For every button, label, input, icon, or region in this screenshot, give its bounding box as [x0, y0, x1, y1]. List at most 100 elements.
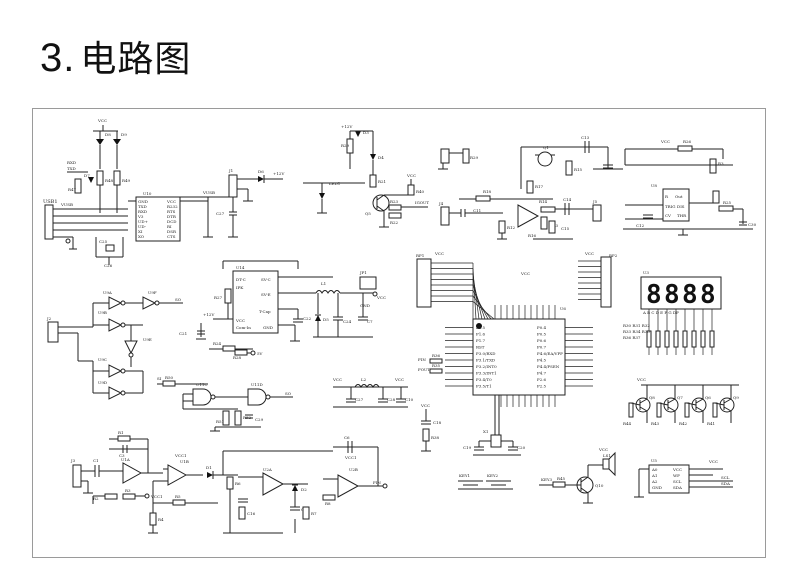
mcu-pin-left: P3.3/INT1: [476, 371, 497, 376]
buzzer-vcc: VCC: [598, 447, 608, 452]
u11d-label: U11D: [251, 382, 263, 387]
u14-pin-sve: SV-E: [261, 292, 271, 297]
rxd-label: RXD: [67, 160, 76, 165]
filter-l2: VCC VCC L2 C27 C28 C10: [332, 377, 414, 408]
r6-label: R6: [235, 481, 241, 486]
c13-label: C13: [581, 135, 590, 140]
u10-pin-ud-: UD-: [138, 224, 147, 229]
q10-label: Q10: [595, 483, 604, 488]
r16-label: R16: [528, 233, 537, 238]
mcu-pin-left: P1.7: [476, 338, 486, 343]
mcu-pin-right: P0.6: [537, 338, 547, 343]
mcu-pin-right: P2.5: [537, 384, 547, 389]
x1-label: X1: [483, 429, 488, 434]
mcu-pin-right: P4.7: [537, 371, 547, 376]
display-ref: U3: [643, 270, 649, 275]
mcu-pin-left: P3.1/TXD: [476, 358, 495, 363]
u1a-label: U1A: [121, 457, 130, 462]
seg-res-label-1: R30 R31 R32: [623, 323, 650, 328]
mcu-pin-left: P1.6: [476, 332, 486, 337]
rp2-vcc: VCC: [584, 251, 594, 256]
u10-pin-ud+: UD+: [138, 219, 148, 224]
q5-label: Q5: [365, 211, 371, 216]
usb-connector: [44, 204, 54, 240]
u10-pin-dcd: DCD: [167, 219, 176, 224]
reg-v12: +12V: [203, 312, 214, 317]
c16-label: C16: [247, 511, 256, 516]
reg-5v: 5V: [257, 351, 263, 356]
c6-label: C6: [344, 435, 350, 440]
c21-label: C21: [179, 331, 187, 336]
vusb-label-right: VUSB: [202, 190, 215, 195]
r15-label: R15: [574, 167, 583, 172]
u10-ref: U10: [143, 191, 152, 196]
mcu-pin-right: P0.7: [537, 345, 547, 350]
vcc1-c: VCC1: [344, 455, 357, 460]
u10-pin-vcc: VCC: [166, 199, 176, 204]
u14-pin-tcap: T-Cap: [259, 309, 271, 314]
c22-label: C22: [303, 316, 312, 321]
rp1-label: RP1: [416, 253, 424, 258]
u5-chip: [648, 464, 690, 494]
logic-u9: U9A U9F SO U9B J2 U9E U9C U9D: [46, 290, 183, 400]
r27-label: R27: [214, 295, 223, 300]
r22-label: R22: [390, 220, 399, 225]
c1-label: C1: [93, 458, 99, 463]
display-digit: 8: [700, 280, 716, 310]
opamp-top: R29 C13 Q1 R15 R18 J4 C11 R12 R17: [438, 135, 623, 240]
c7-label: C7: [367, 319, 373, 324]
c11-label: C11: [473, 208, 481, 213]
filter-vcc-left: VCC: [332, 377, 342, 382]
r2-label: R2: [93, 496, 99, 501]
d4-label: D4: [378, 155, 384, 160]
r5-label: R5: [175, 494, 181, 499]
rp2-label: RP2: [609, 253, 618, 258]
seg-res-label-2: R33 R34 R35: [623, 329, 650, 334]
ls1-label: LS1: [603, 453, 611, 458]
key1-label: KEY1: [459, 473, 470, 478]
trans-vcc: VCC: [636, 377, 646, 382]
transistor-res-label: R41: [707, 421, 715, 426]
r3-label: R3: [718, 161, 724, 166]
display-digit: 8: [664, 280, 680, 310]
u8-pin-trig: TRIG: [665, 204, 675, 209]
u10-pin-xi: XI: [138, 229, 143, 234]
logic-u11: SI R50 U11C U11D SO R51 R52 C29: [157, 375, 293, 432]
timer-vcc: VCC: [660, 139, 670, 144]
u8-ref: U8: [651, 183, 657, 188]
vusb-label-left: VUSB: [60, 202, 73, 207]
u14-pin-ipk: IPK: [236, 285, 244, 290]
l1-label: L1: [321, 281, 326, 286]
power-vcc: VCC: [376, 295, 386, 300]
transistor-label: Q8: [649, 395, 655, 400]
r40-label: R40: [416, 189, 425, 194]
u2b-label: U2B: [349, 467, 358, 472]
j1-label: J1: [228, 168, 233, 173]
u10-pin-xo: XO: [138, 234, 145, 239]
jp1-label: JP1: [359, 270, 367, 275]
d6-label: D6: [258, 169, 264, 174]
v12-top: +12V: [273, 171, 284, 176]
driver-v12: +12V: [341, 124, 352, 129]
title-dot: .: [63, 36, 75, 80]
r29d-label: R29: [341, 143, 350, 148]
mcu-pin-right: P0.4: [537, 325, 547, 330]
svg-text:C27: C27: [216, 211, 225, 216]
seg-res-label-3: R36 R37: [623, 335, 641, 340]
u14-ref: U14: [236, 265, 245, 270]
r50-label: R50: [165, 375, 174, 380]
title-number: 3: [40, 36, 63, 80]
rp2-pack: [600, 256, 612, 308]
mcu-pin-right: P2.6: [537, 377, 547, 382]
j5-label: J5: [592, 199, 598, 204]
r48-label: R48: [105, 178, 114, 183]
u10-pin-dtr: DTR: [167, 214, 177, 219]
d7-label: D7: [84, 173, 90, 178]
key3-label: KEY3: [541, 477, 553, 482]
usb-label: USB1: [43, 199, 58, 205]
transistor-label: Q6: [705, 395, 711, 400]
